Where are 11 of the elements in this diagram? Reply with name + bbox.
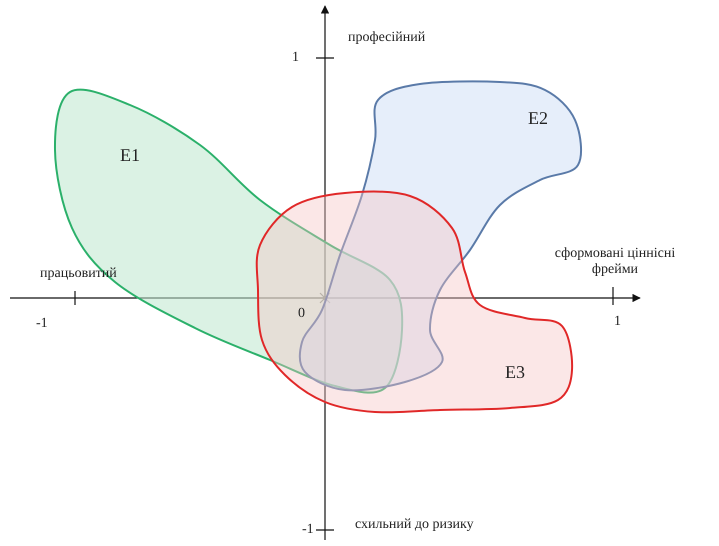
tick-label: 0 [298, 306, 305, 322]
tick-label: -1 [36, 316, 48, 332]
axis-label: сформовані ціннісні фрейми [554, 246, 676, 278]
axis-label: схильний до ризику [355, 517, 474, 533]
region-label: E3 [505, 362, 525, 383]
tick-label: 1 [614, 314, 621, 330]
axis-label: професійний [348, 30, 426, 46]
region-label: E1 [120, 145, 140, 166]
tick-label: -1 [302, 522, 314, 538]
region-label: E2 [528, 108, 548, 129]
tick-label: 1 [292, 50, 299, 66]
